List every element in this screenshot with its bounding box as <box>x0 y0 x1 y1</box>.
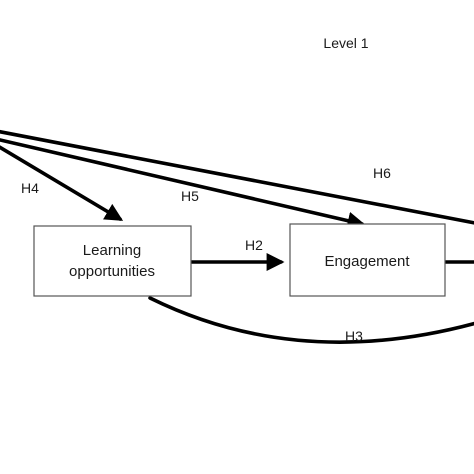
edge-label-h2: H2 <box>245 237 263 253</box>
node-engagement <box>289 223 446 297</box>
edge-label-h4: H4 <box>21 180 39 196</box>
node-learning-label-line2: opportunities <box>69 263 155 280</box>
edge-h5-arrow <box>0 138 366 230</box>
edge-label-h3: H3 <box>345 328 363 344</box>
node-engagement-label: Engagement <box>324 253 410 270</box>
level-label: Level 1 <box>323 35 368 51</box>
node-learning-opportunities <box>33 225 192 297</box>
edge-h6 <box>0 129 474 225</box>
node-learning-label-line1: Learning <box>83 242 141 259</box>
edge-label-h6: H6 <box>373 165 391 181</box>
edge-label-h5: H5 <box>181 188 199 204</box>
edge-h4-arrow <box>0 145 124 221</box>
edge-h3-curve <box>148 296 474 344</box>
